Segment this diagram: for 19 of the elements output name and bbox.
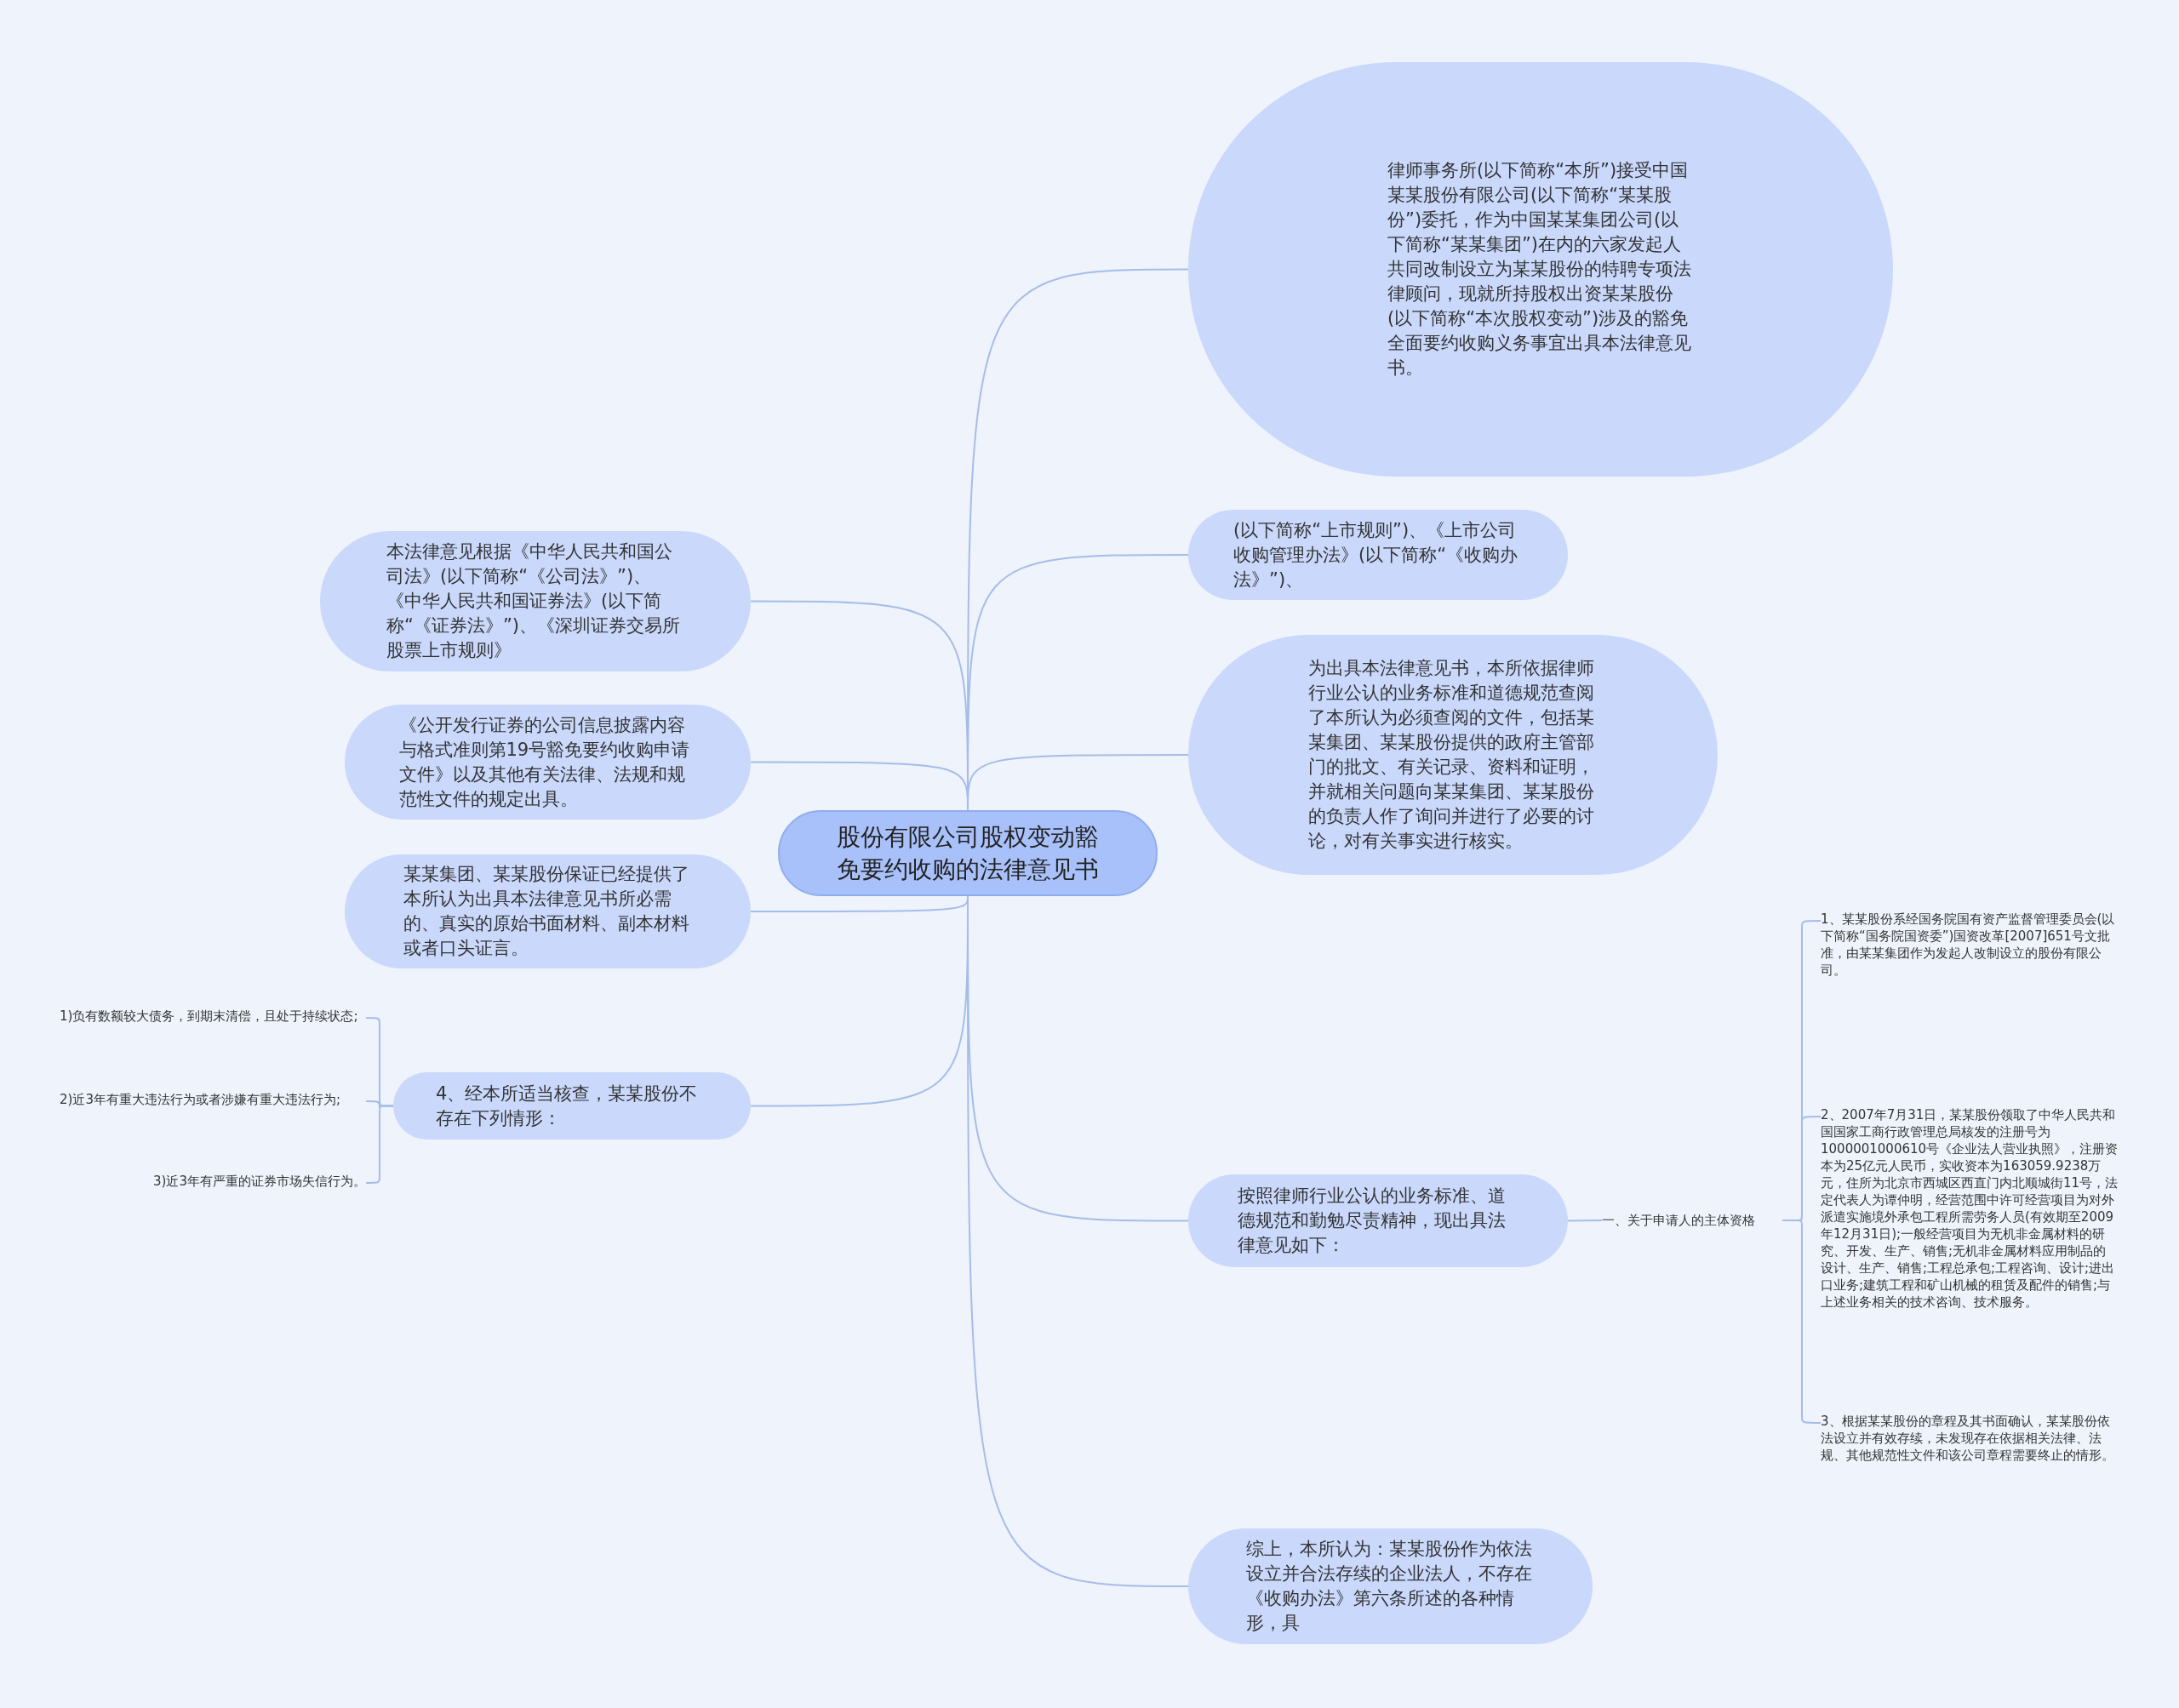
topic-text: 按照律师行业公认的业务标准、道德规范和勤勉尽责精神，现出具法律意见如下：: [1238, 1185, 1507, 1257]
topic-text: 1)负有数额较大债务，到期末清偿，且处于持续状态;: [60, 1008, 366, 1048]
topic-text: 为出具本法律意见书，本所依据律师行业公认的业务标准和道德规范查阅了本所认为必须查阅的文件，包括某某集团、某某股份提供的政府主管部门的批文、有关记录、资料和证明，并就相关问题向某某集团、某某股份的负责人作了询问并进行了必要的讨论，对有关事实进行核实。: [1308, 657, 1595, 853]
topic-text: 2)近3年有重大违法行为或者涉嫌有重大违法行为;: [60, 1091, 366, 1132]
topic-text: 本法律意见根据《中华人民共和国公司法》(以下简称“《公司法》”)、《中华人民共和国证券法》(以下简称“《证券法》”)、《深圳证券交易所股票上市规则》: [386, 540, 681, 662]
connector-line: [750, 761, 969, 811]
topic-text: 律师事务所(以下简称“本所”)接受中国某某股份有限公司(以下简称“某某股份”)委托，作为中国某某集团公司(以下简称“某某集团”)在内的六家发起人共同改制设立为某某股份的特聘专项法律顾问，现就所持股权出资某某股份(以下简称“本次股权变动”)涉及的豁免全面要约收购义务事宜出具本法律意见书。: [1387, 159, 1692, 380]
topic-text: 1、某某股份系经国务院国有资产监督管理委员会(以下简称“国务院国资委”)国资改革[2007]651号文批准，由某某集团作为发起人改制设立的股份有限公司。: [1821, 911, 2119, 1064]
topic-text: 一、关于申请人的主体资格: [1602, 1209, 1782, 1231]
connector-line: [1567, 1220, 1603, 1222]
topic-text: 《公开发行证券的公司信息披露内容与格式准则第19号豁免要约收购申请文件》以及其他有关法律、法规和规范性文件的规定出具。: [398, 713, 691, 811]
topic-text: 4、经本所适当核查，某某股份不存在下列情形：: [436, 1082, 699, 1130]
topic-text: 股份有限公司股权变动豁免要约收购的法律意见书: [836, 821, 1100, 885]
topic-text: (以下简称“上市规则”)、《上市公司收购管理办法》(以下简称“《收购办法》”)、: [1233, 518, 1519, 591]
topic-text: 2、2007年7月31日，某某股份领取了中华人民共和国国家工商行政管理总局核发的注册号为1000001000610号《企业法人营业执照》，注册资本为25亿元人民币，实收资本为163059.9238万元，住所为北京市西城区西直门内北顺城街11号，法定代表人为谭仲明，经营范围中许可经营项目为对外派遣实施境外承包工程所需劳务人员(有效期至2009年12月31日);一般经营项目为无机非金属材料的研究、开发、生产、销售;无机非金属材料应用制品的设计、生产、销售;工程总承包;工程咨询、设计;进出口业务;建筑工程和矿山机械的租赁及配件的销售;与上述业务相关的技术咨询、技术服务。: [1821, 1106, 2119, 1379]
topic-text: 3)近3年有严重的证券市场失信行为。: [60, 1173, 366, 1195]
topic-text: 综上，本所认为：某某股份作为依法设立并合法存续的企业法人，不存在《收购办法》第六条所述的各种情形，具: [1245, 1538, 1533, 1635]
topic-text: 3、根据某某股份的章程及其书面确认，某某股份依法设立并有效存续，未发现存在依据相关法律、法规、其他规范性文件和该公司章程需要终止的情形。: [1821, 1413, 2119, 1491]
topic-text: 某某集团、某某股份保证已经提供了本所认为出具本法律意见书所必需的、真实的原始书面材料、副本材料或者口头证言。: [403, 863, 690, 960]
